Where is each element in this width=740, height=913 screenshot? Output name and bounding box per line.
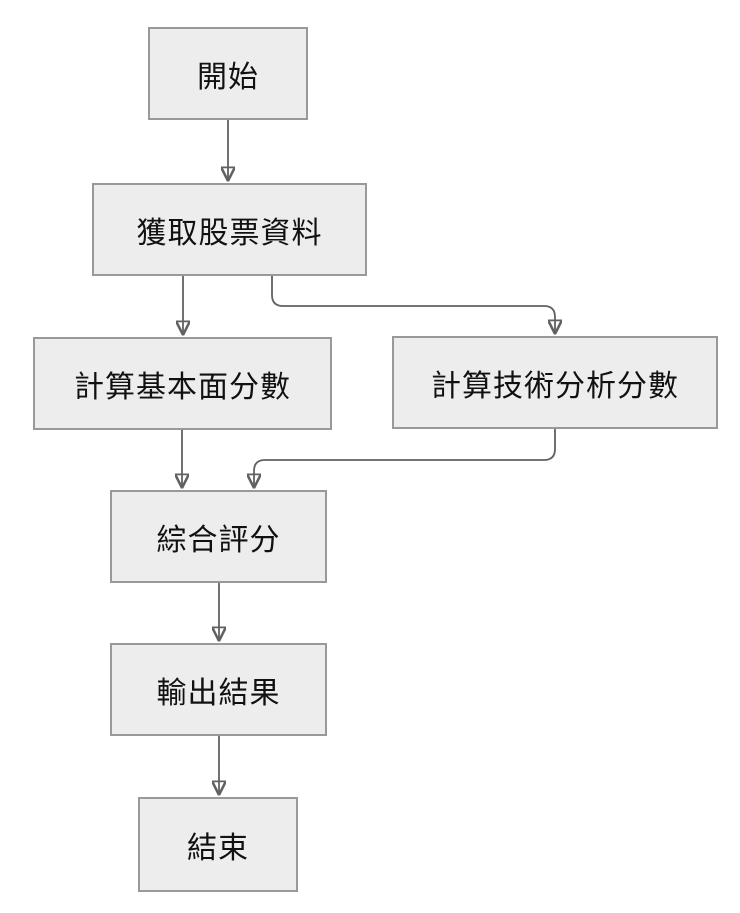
node-output-result-label: 輸出結果 (156, 676, 281, 710)
node-end: 結束 (138, 797, 298, 892)
node-fetch-stock-data-label: 獲取股票資料 (136, 216, 323, 250)
node-fetch-stock-data: 獲取股票資料 (92, 183, 367, 276)
node-end-label: 結束 (187, 831, 249, 865)
node-start-label: 開始 (197, 60, 259, 94)
node-technical-score: 計算技術分析分數 (392, 336, 718, 429)
node-fundamental-score-label: 計算基本面分數 (74, 370, 291, 404)
edge-fetch-to-technical (271, 276, 555, 334)
node-start: 開始 (148, 27, 308, 120)
edge-technical-to-composite (254, 429, 556, 488)
node-composite-score-label: 綜合評分 (156, 523, 281, 557)
node-output-result: 輸出結果 (110, 643, 327, 736)
node-fundamental-score: 計算基本面分數 (33, 337, 332, 430)
node-technical-score-label: 計算技術分析分數 (431, 369, 679, 403)
node-composite-score: 綜合評分 (110, 490, 327, 583)
